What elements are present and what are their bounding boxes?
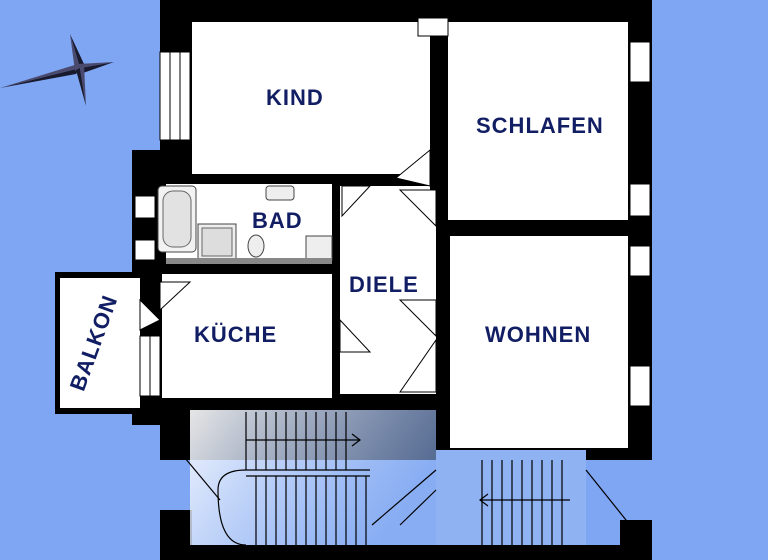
washing-machine-icon [305,235,333,261]
room-label-kueche: KÜCHE [194,322,278,347]
room-label-schlafen: SCHLAFEN [476,113,604,138]
room-label-kind: KIND [266,85,324,110]
washbasin-icon [265,185,295,201]
bath-counter [166,258,332,264]
balcony-floor [60,278,140,408]
shower-tray-icon [197,223,237,261]
room-label-wohnen: WOHNEN [485,322,592,347]
doors [139,148,437,393]
compass-rose-icon [0,34,114,106]
toilet-icon [247,234,265,258]
room-label-bad: BAD [252,208,303,233]
inner-walls [162,10,632,450]
stairwell [169,410,631,546]
room-label-diele: DIELE [349,272,419,297]
bathtub-icon [157,185,197,253]
windows [134,17,651,407]
